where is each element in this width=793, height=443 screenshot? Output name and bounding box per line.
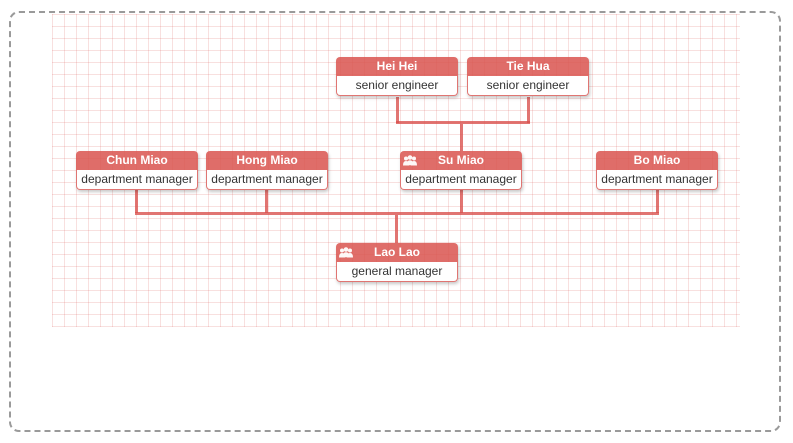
org-node-tie-hua[interactable]: Tie Hua senior engineer	[467, 57, 589, 96]
node-name: Hong Miao	[236, 153, 298, 167]
connector-line	[265, 190, 268, 213]
connector-line	[396, 97, 399, 123]
node-title-bar: Chun Miao	[76, 151, 198, 170]
node-title-bar: Bo Miao	[596, 151, 718, 170]
node-name: Chun Miao	[106, 153, 168, 167]
org-node-bo-miao[interactable]: Bo Miao department manager	[596, 151, 718, 190]
node-role: senior engineer	[467, 76, 589, 96]
node-title-bar: Tie Hua	[467, 57, 589, 76]
org-node-hong-miao[interactable]: Hong Miao department manager	[206, 151, 328, 190]
node-role: department manager	[206, 170, 328, 190]
node-title-bar: Hei Hei	[336, 57, 458, 76]
connector-line	[656, 190, 659, 213]
node-role: department manager	[76, 170, 198, 190]
org-node-lao-lao[interactable]: Lao Lao general manager	[336, 243, 458, 282]
node-role: senior engineer	[336, 76, 458, 96]
users-icon	[403, 155, 417, 166]
node-name: Bo Miao	[633, 153, 681, 167]
node-role: general manager	[336, 262, 458, 282]
node-name: Lao Lao	[373, 245, 420, 259]
node-title-bar: Lao Lao	[336, 243, 458, 262]
node-role: department manager	[596, 170, 718, 190]
node-role: department manager	[400, 170, 522, 190]
connector-line	[135, 190, 138, 213]
node-title-bar: Hong Miao	[206, 151, 328, 170]
node-title-bar: Su Miao	[400, 151, 522, 170]
connector-line	[460, 124, 463, 151]
connector-line	[395, 215, 398, 243]
org-node-chun-miao[interactable]: Chun Miao department manager	[76, 151, 198, 190]
node-name: Su Miao	[437, 153, 484, 167]
users-icon	[339, 247, 353, 258]
node-name: Hei Hei	[376, 59, 418, 73]
connector-line	[396, 121, 530, 124]
connector-line	[527, 97, 530, 123]
chart-container-dashed-frame	[9, 11, 781, 432]
org-node-hei-hei[interactable]: Hei Hei senior engineer	[336, 57, 458, 96]
connector-line	[460, 190, 463, 213]
org-node-su-miao[interactable]: Su Miao department manager	[400, 151, 522, 190]
connector-line	[135, 212, 659, 215]
node-name: Tie Hua	[506, 59, 550, 73]
